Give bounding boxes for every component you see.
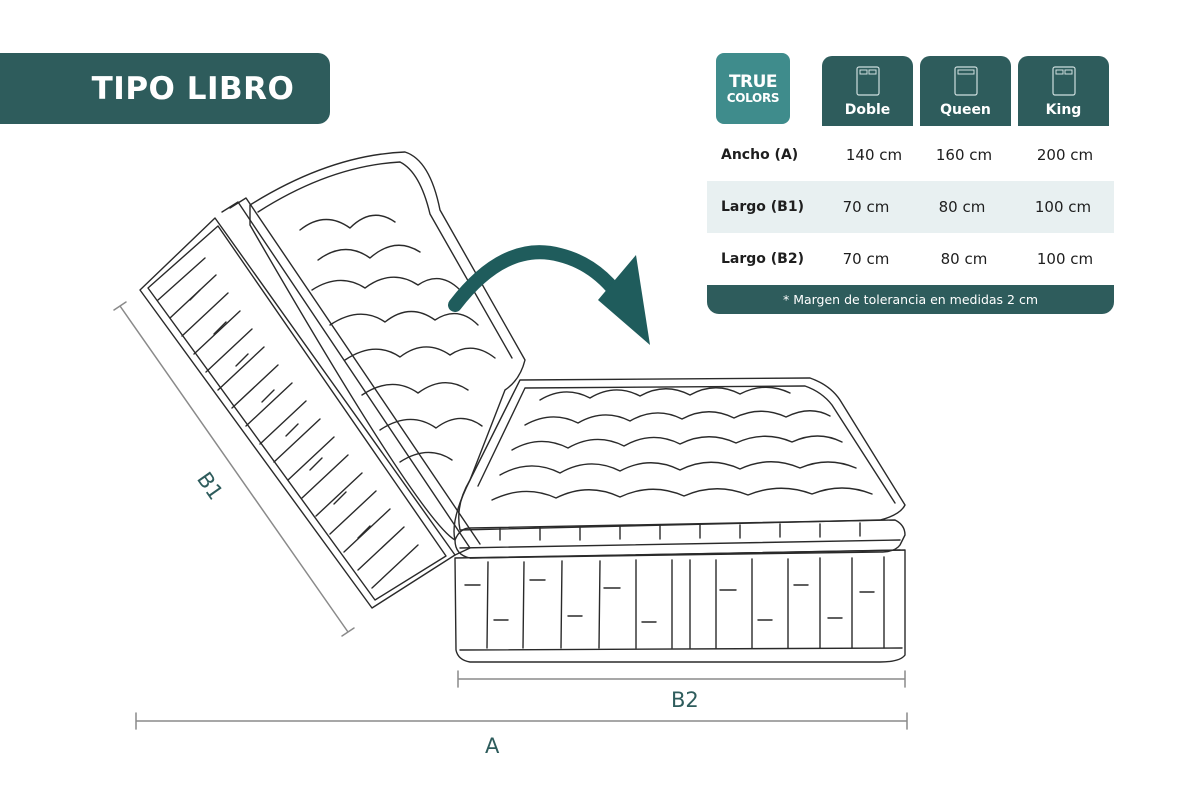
logo-line-2: COLORS: [726, 90, 780, 105]
logo-line-1: TRUE: [728, 71, 778, 92]
table-row: Ancho (A) 140 cm 160 cm 200 cm: [707, 129, 1114, 181]
folded-section-side: [139, 217, 456, 609]
table-row: Largo (B2) 70 cm 80 cm 100 cm: [707, 233, 1114, 285]
cell-value: 80 cm: [940, 250, 988, 268]
bed-icon: [953, 66, 978, 96]
dimension-label-b2: B2: [671, 688, 699, 712]
row-label: Largo (B1): [721, 199, 804, 215]
cell-value: 100 cm: [1034, 198, 1092, 216]
base-section-side: [454, 549, 906, 663]
cell-value: 140 cm: [845, 146, 903, 164]
title-banner: TIPO LIBRO: [0, 53, 330, 124]
size-tab-queen: Queen: [920, 56, 1011, 126]
page-title: TIPO LIBRO: [91, 70, 295, 107]
cell-value: 70 cm: [842, 198, 890, 216]
row-label: Largo (B2): [721, 251, 804, 267]
size-label-doble: Doble: [844, 102, 891, 118]
cell-value: 70 cm: [842, 250, 890, 268]
bed-icon: [1051, 66, 1076, 96]
size-tab-king: King: [1018, 56, 1109, 126]
bed-icon: [855, 66, 880, 96]
folded-section-top: [249, 151, 526, 541]
table-row: Largo (B1) 70 cm 80 cm 100 cm: [707, 181, 1114, 233]
cell-value: 200 cm: [1036, 146, 1094, 164]
dimension-label-a: A: [485, 734, 500, 758]
dimension-line-b1: [113, 301, 355, 637]
row-label: Ancho (A): [721, 147, 799, 163]
size-label-queen: Queen: [940, 102, 991, 118]
curved-arrow-icon: [448, 245, 650, 345]
cell-value: 80 cm: [938, 198, 986, 216]
dimension-line-b2: [457, 670, 906, 688]
base-section-top: [458, 377, 906, 531]
dimension-line-a: [135, 712, 908, 730]
brand-logo: TRUE COLORS: [716, 53, 790, 124]
size-tab-doble: Doble: [822, 56, 913, 126]
cell-value: 160 cm: [935, 146, 993, 164]
size-label-king: King: [1045, 102, 1082, 118]
cell-value: 100 cm: [1036, 250, 1094, 268]
tolerance-footnote: * Margen de tolerancia en medidas 2 cm: [707, 285, 1114, 314]
